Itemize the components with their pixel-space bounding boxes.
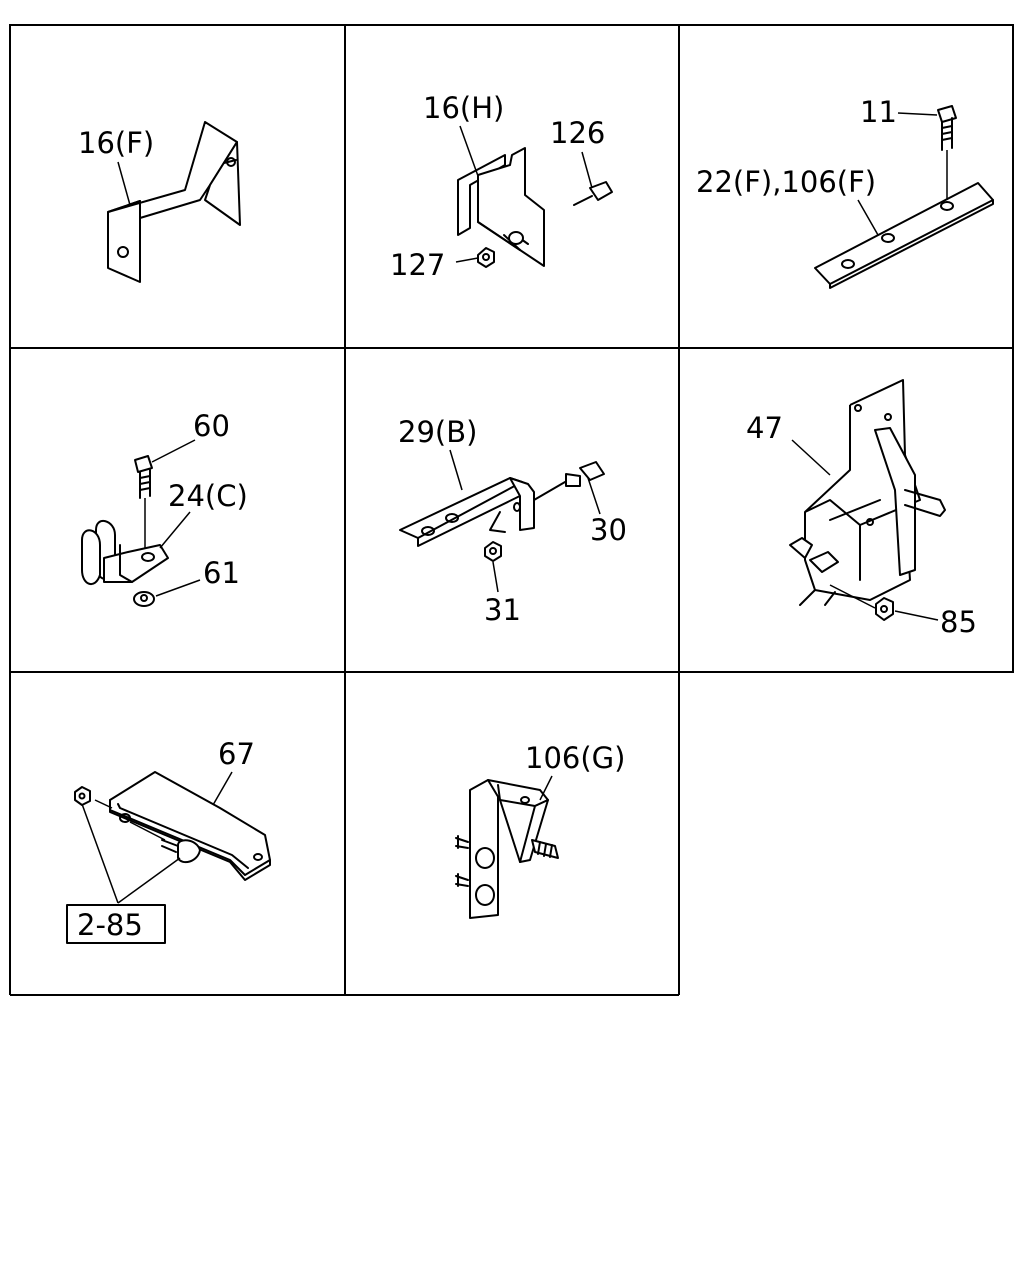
label-30: 30: [590, 513, 627, 547]
leader-2-85-a: [81, 803, 119, 904]
panel-47: 47 85: [746, 379, 977, 639]
panel-106g: 106(G): [455, 741, 625, 919]
panel-22f-106f: 11 22(F),106(F): [696, 95, 994, 289]
label-11: 11: [860, 95, 897, 129]
label-24c: 24(C): [168, 479, 248, 513]
bracket-106g-drawing: [455, 779, 559, 919]
leader-16h: [459, 125, 479, 177]
leader-11: [897, 112, 938, 116]
leader-16f: [117, 161, 131, 206]
leader-31: [492, 561, 499, 593]
label-16h: 16(H): [423, 91, 504, 125]
panel-24c: 60 24(C) 61: [81, 409, 248, 607]
label-47: 47: [746, 411, 783, 445]
bracket-47-drawing: [789, 379, 946, 621]
label-60: 60: [193, 409, 230, 443]
leader-2-85-b: [117, 857, 181, 904]
leader-61: [155, 579, 201, 597]
label-85: 85: [940, 605, 977, 639]
label-31: 31: [484, 593, 521, 627]
panel-16h: 16(H) 126 127: [390, 91, 613, 282]
leader-106g: [539, 775, 553, 801]
leader-30: [587, 477, 601, 515]
leader-60: [151, 439, 196, 463]
bracket-16h-drawing: [457, 147, 613, 268]
plate-22f-drawing: [814, 105, 994, 289]
leader-47: [791, 439, 831, 476]
label-2-85: 2-85: [77, 908, 143, 942]
panel-16f: 16(F): [78, 121, 241, 283]
label-127: 127: [390, 248, 445, 282]
label-16f: 16(F): [78, 126, 154, 160]
label-106g: 106(G): [525, 741, 625, 775]
leader-127: [455, 257, 479, 263]
label-29b: 29(B): [398, 415, 477, 449]
bracket-16f-drawing: [107, 121, 241, 283]
panel-29b: 29(B) 30 31: [398, 415, 627, 627]
leader-29b: [449, 449, 463, 491]
clamp-24c-drawing: [81, 455, 169, 607]
label-67: 67: [218, 737, 255, 771]
leader-126: [581, 151, 593, 189]
leader-67: [212, 771, 233, 806]
label-126: 126: [550, 116, 605, 150]
bracket-29b-drawing: [399, 461, 605, 562]
bracket-67-drawing: [74, 771, 271, 881]
leader-24c: [159, 511, 191, 549]
panel-grid: [9, 24, 1014, 996]
leader-22f-106f: [857, 199, 879, 236]
label-61: 61: [203, 556, 240, 590]
reference-box-frame: [66, 904, 166, 944]
panel-67: 67 2-85: [66, 737, 271, 944]
reference-box-2-85: 2-85: [66, 904, 166, 944]
leader-85: [894, 610, 939, 621]
label-22f-106f: 22(F),106(F): [696, 165, 876, 199]
